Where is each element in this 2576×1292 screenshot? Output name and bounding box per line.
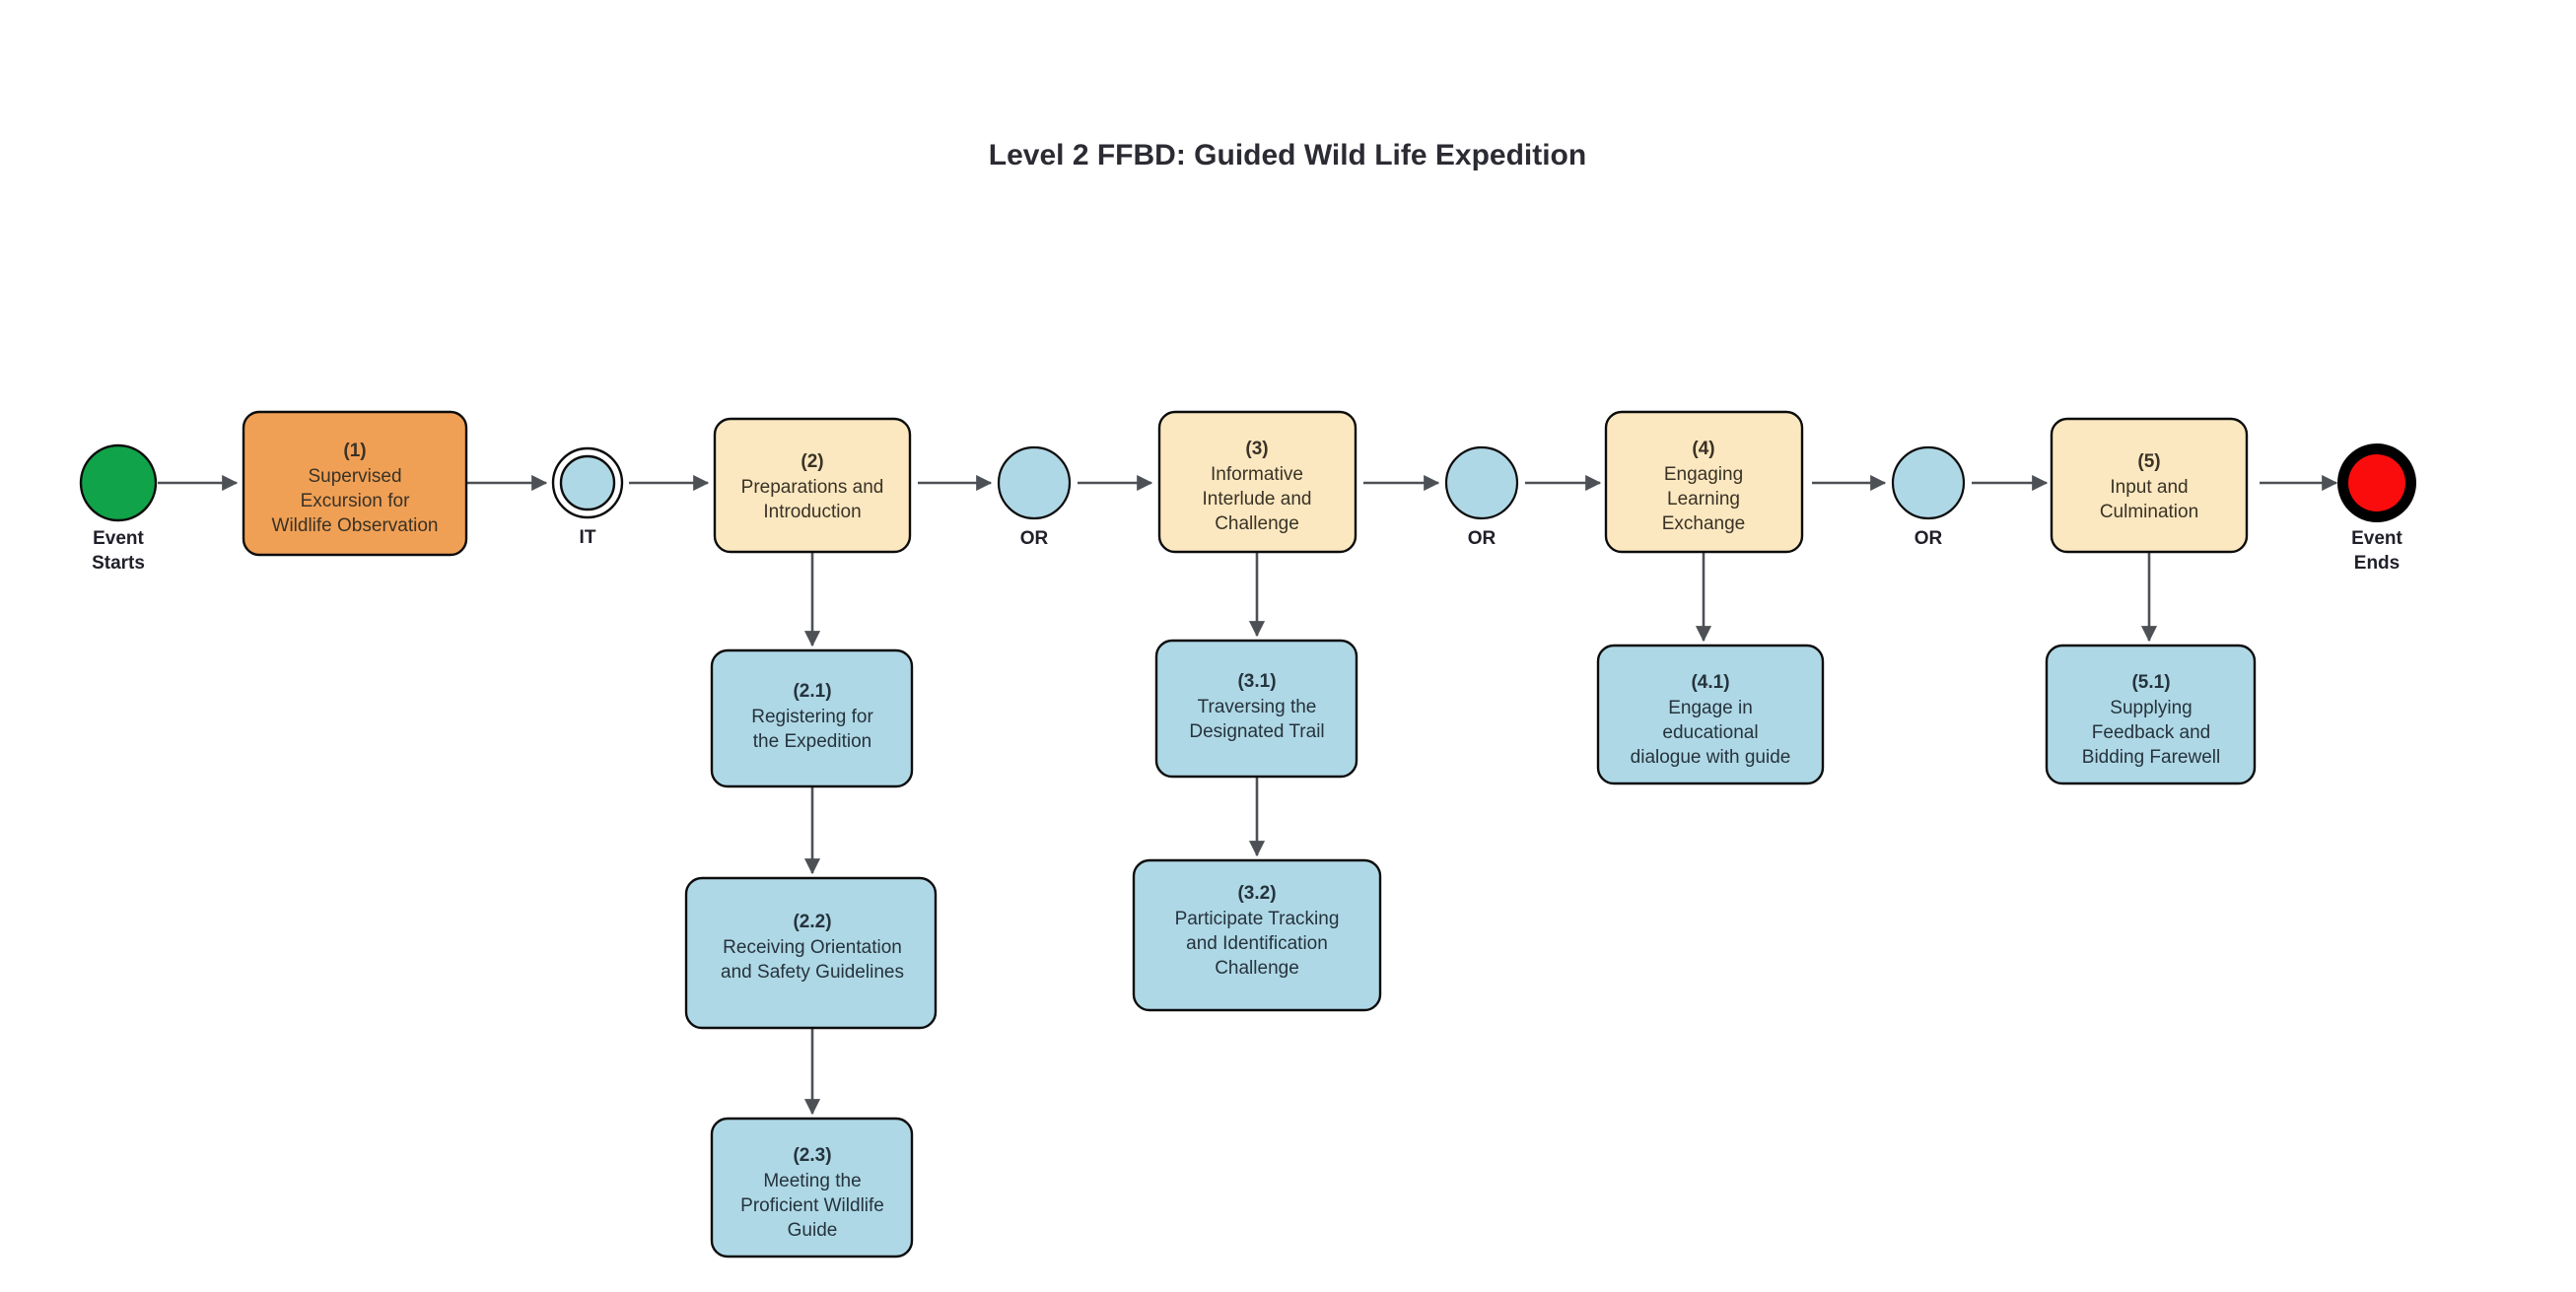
sub-node-4-1-shape	[1596, 644, 1825, 785]
connector-or-1-circle	[997, 445, 1072, 520]
start-label-line1: Event	[93, 528, 144, 549]
edge-layer-vertical	[803, 552, 2158, 1116]
process-node-1-line1: Supervised	[308, 466, 401, 487]
sub-node-3-1-line1: Traversing the	[1198, 697, 1317, 717]
process-node-5-id: (5)	[2137, 451, 2160, 472]
process-node-4-shape	[1604, 410, 1804, 554]
sub-node-4-1-line3: dialogue with guide	[1631, 747, 1791, 768]
sub-node-3-2-line1: Participate Tracking	[1175, 909, 1340, 929]
process-node-5-shape	[2050, 417, 2249, 554]
sub-node-2-3-id: (2.3)	[793, 1145, 831, 1166]
end-label-line2: Ends	[2354, 553, 2400, 574]
connector-or-1[interactable]: OR	[997, 445, 1072, 549]
connector-or-2-label: OR	[1468, 528, 1497, 549]
sub-node-2-2-line2: and Safety Guidelines	[721, 962, 904, 983]
sub-node-2-2-line1: Receiving Orientation	[723, 937, 902, 958]
end-node[interactable]: Event Ends	[2337, 443, 2416, 574]
process-node-2-shape	[713, 417, 912, 554]
connector-or-3-label: OR	[1915, 528, 1943, 549]
connector-or-3-circle	[1891, 445, 1966, 520]
start-node[interactable]: Event Starts	[79, 443, 158, 574]
end-label-line1: Event	[2351, 528, 2402, 549]
process-node-1-line3: Wildlife Observation	[272, 515, 439, 536]
connector-or-2[interactable]: OR	[1444, 445, 1519, 549]
connector-it-inner-circle	[559, 454, 616, 511]
process-node-3-line1: Informative	[1211, 464, 1303, 485]
process-node-5-line1: Input and	[2110, 477, 2188, 498]
process-node-4-line1: Engaging	[1664, 464, 1743, 485]
sub-node-5-1-shape	[2045, 644, 2257, 785]
start-circle	[79, 443, 158, 522]
sub-node-2-2[interactable]: (2.2) Receiving Orientation and Safety G…	[684, 876, 938, 1030]
process-node-4-line2: Learning	[1667, 489, 1740, 510]
sub-node-3-1-id: (3.1)	[1237, 671, 1276, 692]
sub-node-3-2-shape	[1132, 858, 1382, 1012]
connector-or-2-circle	[1444, 445, 1519, 520]
connector-it-label: IT	[580, 527, 596, 548]
sub-node-5-1[interactable]: (5.1) Supplying Feedback and Bidding Far…	[2045, 644, 2257, 785]
process-node-2-id: (2)	[801, 451, 823, 472]
sub-node-3-2-id: (3.2)	[1237, 883, 1276, 904]
sub-node-4-1-line1: Engage in	[1668, 698, 1753, 718]
process-node-4-id: (4)	[1692, 439, 1714, 459]
start-label-line2: Starts	[92, 553, 145, 574]
sub-node-2-1-line1: Registering for	[751, 707, 873, 727]
connector-it[interactable]: IT	[551, 446, 624, 548]
process-node-3-line2: Interlude and	[1203, 489, 1312, 510]
process-node-3[interactable]: (3) Informative Interlude and Challenge	[1157, 410, 1358, 554]
process-node-4[interactable]: (4) Engaging Learning Exchange	[1604, 410, 1804, 554]
sub-node-2-3-line3: Guide	[788, 1220, 838, 1241]
sub-node-4-1[interactable]: (4.1) Engage in educational dialogue wit…	[1596, 644, 1825, 785]
page-title: Level 2 FFBD: Guided Wild Life Expeditio…	[989, 139, 1586, 171]
sub-node-4-1-line2: educational	[1662, 722, 1758, 743]
sub-node-5-1-line2: Feedback and	[2092, 722, 2210, 743]
connector-or-1-label: OR	[1020, 528, 1049, 549]
sub-node-3-1-shape	[1154, 639, 1358, 779]
process-node-3-line3: Challenge	[1215, 513, 1299, 534]
connector-or-3[interactable]: OR	[1891, 445, 1966, 549]
sub-node-3-2-line3: Challenge	[1215, 958, 1299, 979]
process-node-1[interactable]: (1) Supervised Excursion for Wildlife Ob…	[242, 410, 468, 557]
sub-node-5-1-id: (5.1)	[2131, 672, 2170, 693]
end-inner-circle	[2348, 454, 2405, 511]
sub-node-2-1-line2: the Expedition	[753, 731, 871, 752]
process-node-2[interactable]: (2) Preparations and Introduction	[713, 417, 912, 554]
process-node-4-line3: Exchange	[1662, 513, 1746, 534]
process-node-1-id: (1)	[343, 441, 366, 461]
sub-node-2-1[interactable]: (2.1) Registering for the Expedition	[710, 648, 914, 788]
sub-node-2-2-id: (2.2)	[793, 912, 831, 932]
process-node-5-line2: Culmination	[2100, 502, 2198, 522]
process-node-3-shape	[1157, 410, 1358, 554]
process-node-5[interactable]: (5) Input and Culmination	[2050, 417, 2249, 554]
process-node-1-shape	[242, 410, 468, 557]
sub-node-2-1-shape	[710, 648, 914, 788]
sub-node-2-1-id: (2.1)	[793, 681, 831, 702]
sub-node-3-2-line2: and Identification	[1186, 933, 1328, 954]
sub-node-2-3-line1: Meeting the	[763, 1171, 861, 1191]
sub-node-3-1-line2: Designated Trail	[1189, 721, 1324, 742]
sub-node-2-3-shape	[710, 1117, 914, 1258]
process-node-3-id: (3)	[1245, 439, 1268, 459]
sub-node-2-3[interactable]: (2.3) Meeting the Proficient Wildlife Gu…	[710, 1117, 914, 1258]
sub-node-3-1[interactable]: (3.1) Traversing the Designated Trail	[1154, 639, 1358, 779]
sub-node-2-3-line2: Proficient Wildlife	[740, 1195, 884, 1216]
sub-node-2-2-shape	[684, 876, 938, 1030]
process-node-2-line2: Introduction	[763, 502, 861, 522]
process-node-1-line2: Excursion for	[301, 491, 411, 511]
process-node-2-line1: Preparations and	[741, 477, 884, 498]
sub-node-3-2[interactable]: (3.2) Participate Tracking and Identific…	[1132, 858, 1382, 1012]
sub-node-5-1-line3: Bidding Farewell	[2082, 747, 2220, 768]
sub-node-5-1-line1: Supplying	[2110, 698, 2192, 718]
sub-node-4-1-id: (4.1)	[1691, 672, 1729, 693]
